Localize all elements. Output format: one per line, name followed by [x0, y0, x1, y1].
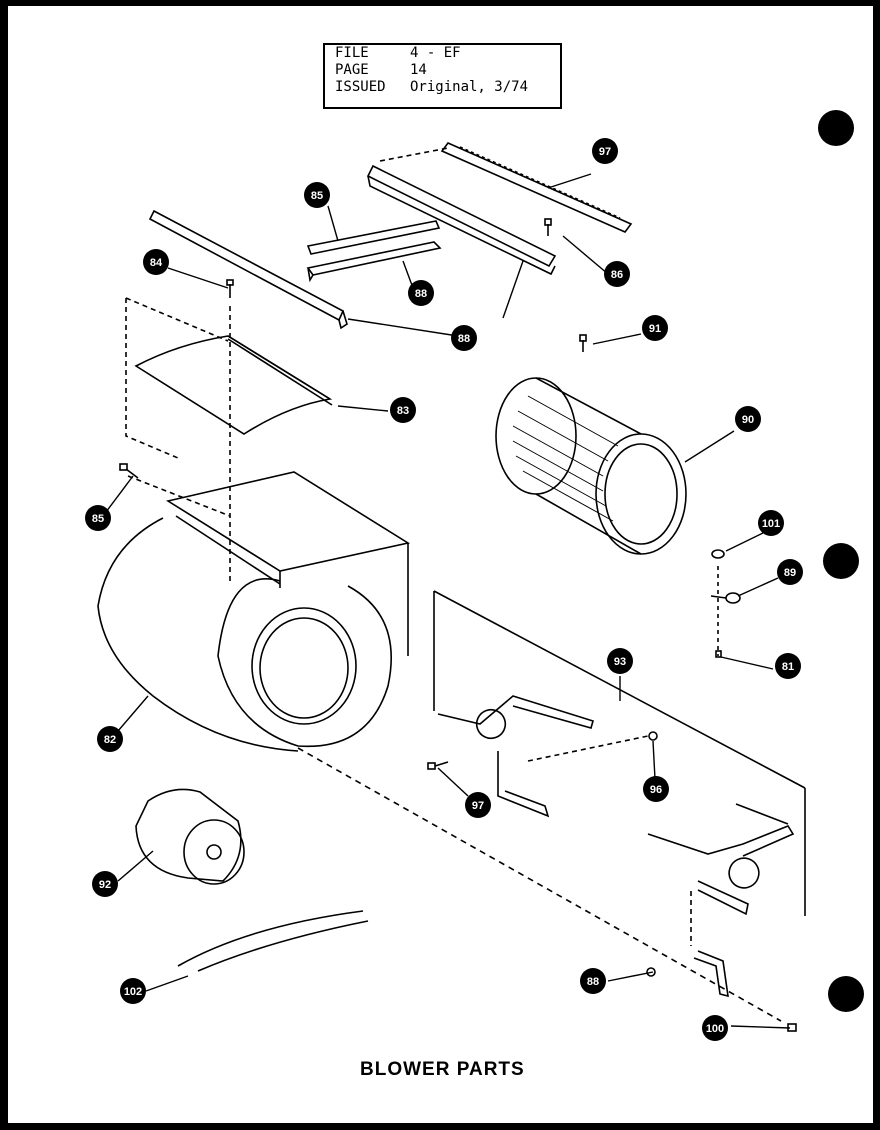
- nut-part-96: [648, 731, 658, 741]
- page-label: PAGE: [335, 62, 369, 78]
- rail-part-88-left: [148, 209, 348, 330]
- svg-text:91: 91: [649, 323, 661, 335]
- svg-text:88: 88: [458, 333, 470, 345]
- svg-text:86: 86: [611, 269, 623, 281]
- callout-91: 91: [642, 315, 668, 341]
- angle-part-88: [306, 241, 442, 283]
- issued-value: Original, 3/74: [410, 79, 529, 95]
- binder-hole-bottom: [828, 976, 864, 1012]
- callout-97-lower: 97: [465, 792, 491, 818]
- binder-hole-middle: [823, 543, 859, 579]
- svg-text:81: 81: [782, 661, 794, 673]
- svg-text:101: 101: [762, 518, 780, 530]
- strip-part-86: [306, 220, 441, 255]
- nut-part-88-lower: [646, 967, 656, 977]
- svg-text:85: 85: [311, 190, 323, 202]
- svg-text:85: 85: [92, 513, 104, 525]
- callout-84: 84: [143, 249, 169, 275]
- svg-text:93: 93: [614, 656, 626, 668]
- svg-text:96: 96: [650, 784, 662, 796]
- svg-text:97: 97: [472, 800, 484, 812]
- svg-text:88: 88: [587, 976, 599, 988]
- svg-text:90: 90: [742, 414, 754, 426]
- screw-part-81: [715, 566, 722, 658]
- file-value: 4 - EF: [410, 45, 461, 61]
- callout-88-a: 88: [408, 280, 434, 306]
- blower-wheel-part-90: [495, 377, 687, 555]
- parts-sheet: 97 85 84 86 88 88 91 83 90 101 85 89 81 …: [8, 6, 873, 1123]
- callout-82: 82: [97, 726, 123, 752]
- svg-text:92: 92: [99, 879, 111, 891]
- callout-100: 100: [702, 1015, 728, 1041]
- callout-101: 101: [758, 510, 784, 536]
- screw-part-91: [579, 334, 587, 352]
- svg-text:88: 88: [415, 288, 427, 300]
- screw-part-86: [544, 218, 552, 236]
- callout-88-lower: 88: [580, 968, 606, 994]
- screw-part-85: [119, 463, 139, 479]
- diagram-caption: BLOWER PARTS: [360, 1059, 525, 1080]
- motor-part-92: [135, 788, 245, 885]
- svg-text:89: 89: [784, 567, 796, 579]
- callouts: 97 85 84 86 88 88 91 83 90 101 85 89 81 …: [85, 138, 803, 1041]
- file-info-box: FILE 4 - EF PAGE 14 ISSUED Original, 3/74: [323, 43, 562, 109]
- callout-83: 83: [390, 397, 416, 423]
- rail-part-88-center: [366, 147, 557, 276]
- screw-part-97-lower: [427, 761, 449, 770]
- callout-93: 93: [607, 648, 633, 674]
- callout-90: 90: [735, 406, 761, 432]
- callout-86: 86: [604, 261, 630, 287]
- issued-label: ISSUED: [335, 79, 386, 95]
- file-label: FILE: [335, 45, 369, 61]
- page-value: 14: [410, 62, 427, 78]
- callout-96: 96: [643, 776, 669, 802]
- callout-85-top: 85: [304, 182, 330, 208]
- screw-part-84: [226, 279, 234, 298]
- blower-housing-part-82: [97, 471, 782, 1022]
- callout-81: 81: [775, 653, 801, 679]
- exploded-diagram: 97 85 84 86 88 88 91 83 90 101 85 89 81 …: [85, 138, 806, 1041]
- callout-88-b: 88: [451, 325, 477, 351]
- callout-97-top: 97: [592, 138, 618, 164]
- svg-text:83: 83: [397, 405, 409, 417]
- svg-text:84: 84: [150, 257, 163, 269]
- callout-85: 85: [85, 505, 111, 531]
- washer-part-101: [711, 549, 725, 559]
- clip-part-89: [710, 592, 741, 604]
- binder-hole-top: [818, 110, 854, 146]
- wire-part-102: [177, 910, 369, 972]
- svg-text:100: 100: [706, 1023, 724, 1035]
- svg-text:82: 82: [104, 734, 116, 746]
- callout-89: 89: [777, 559, 803, 585]
- callout-92: 92: [92, 871, 118, 897]
- cutoff-plate-part-83: [125, 297, 333, 581]
- svg-text:97: 97: [599, 146, 611, 158]
- svg-text:102: 102: [124, 986, 142, 998]
- callout-102: 102: [120, 978, 146, 1004]
